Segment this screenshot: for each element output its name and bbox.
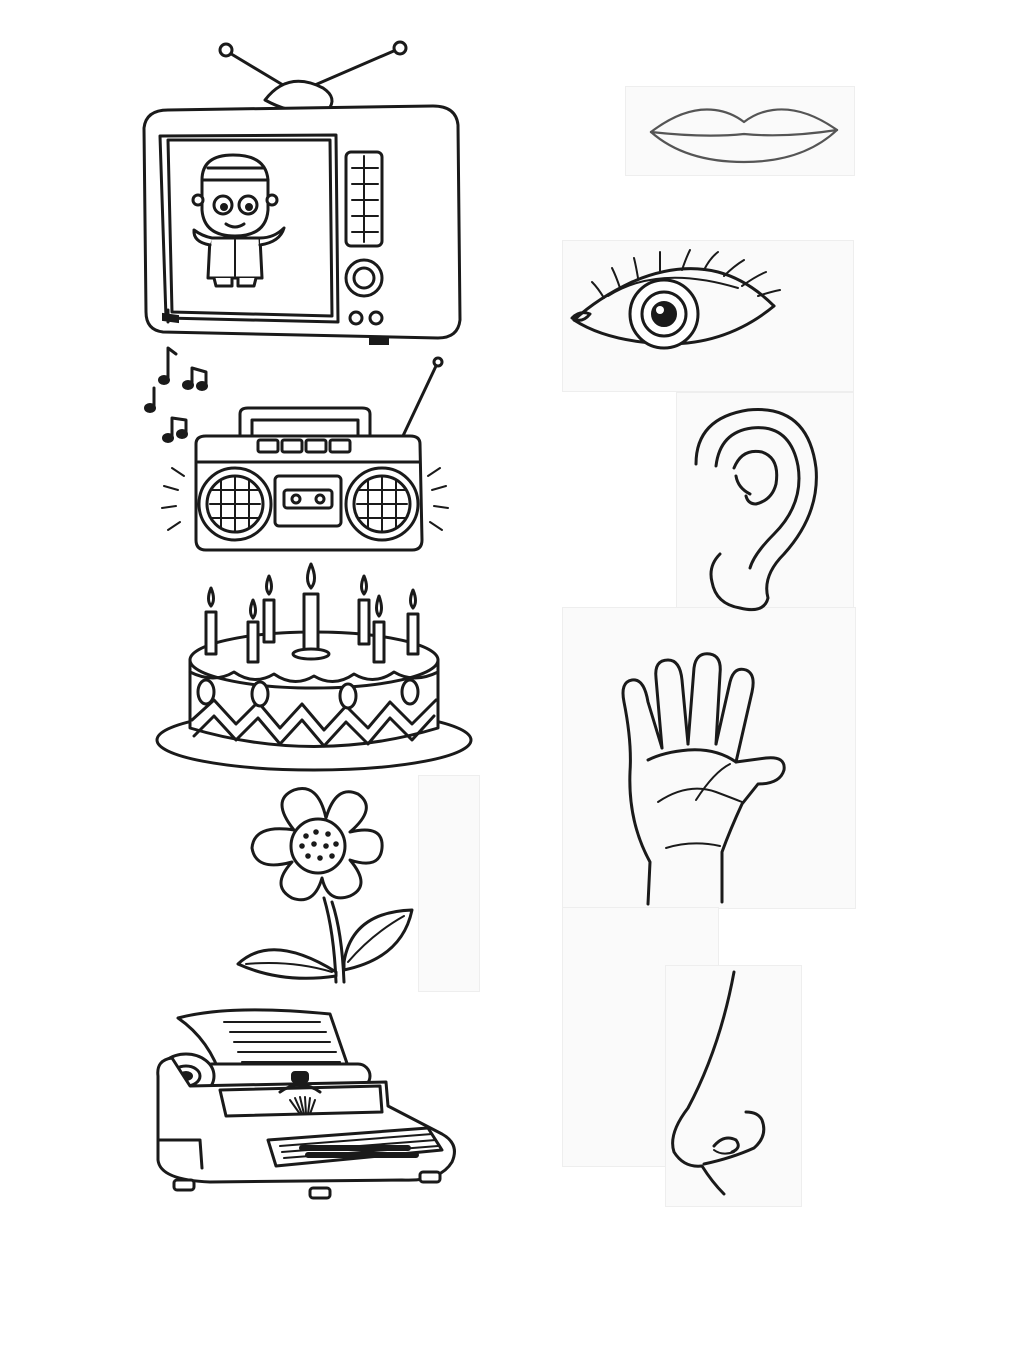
scan-background-patch xyxy=(665,965,802,1207)
birthday-cake-icon xyxy=(154,560,474,775)
television-icon xyxy=(138,40,468,350)
scan-background-patch xyxy=(418,775,480,992)
lips-icon xyxy=(645,96,843,168)
scan-background-patch xyxy=(562,607,856,909)
flower-icon xyxy=(232,782,417,992)
ear-icon xyxy=(690,404,822,612)
radio-icon xyxy=(140,340,450,565)
scan-background-patch xyxy=(562,240,854,392)
hand-icon xyxy=(618,652,790,906)
typewriter-icon xyxy=(150,1000,465,1205)
nose-icon xyxy=(662,968,780,1196)
eye-icon xyxy=(568,248,788,356)
